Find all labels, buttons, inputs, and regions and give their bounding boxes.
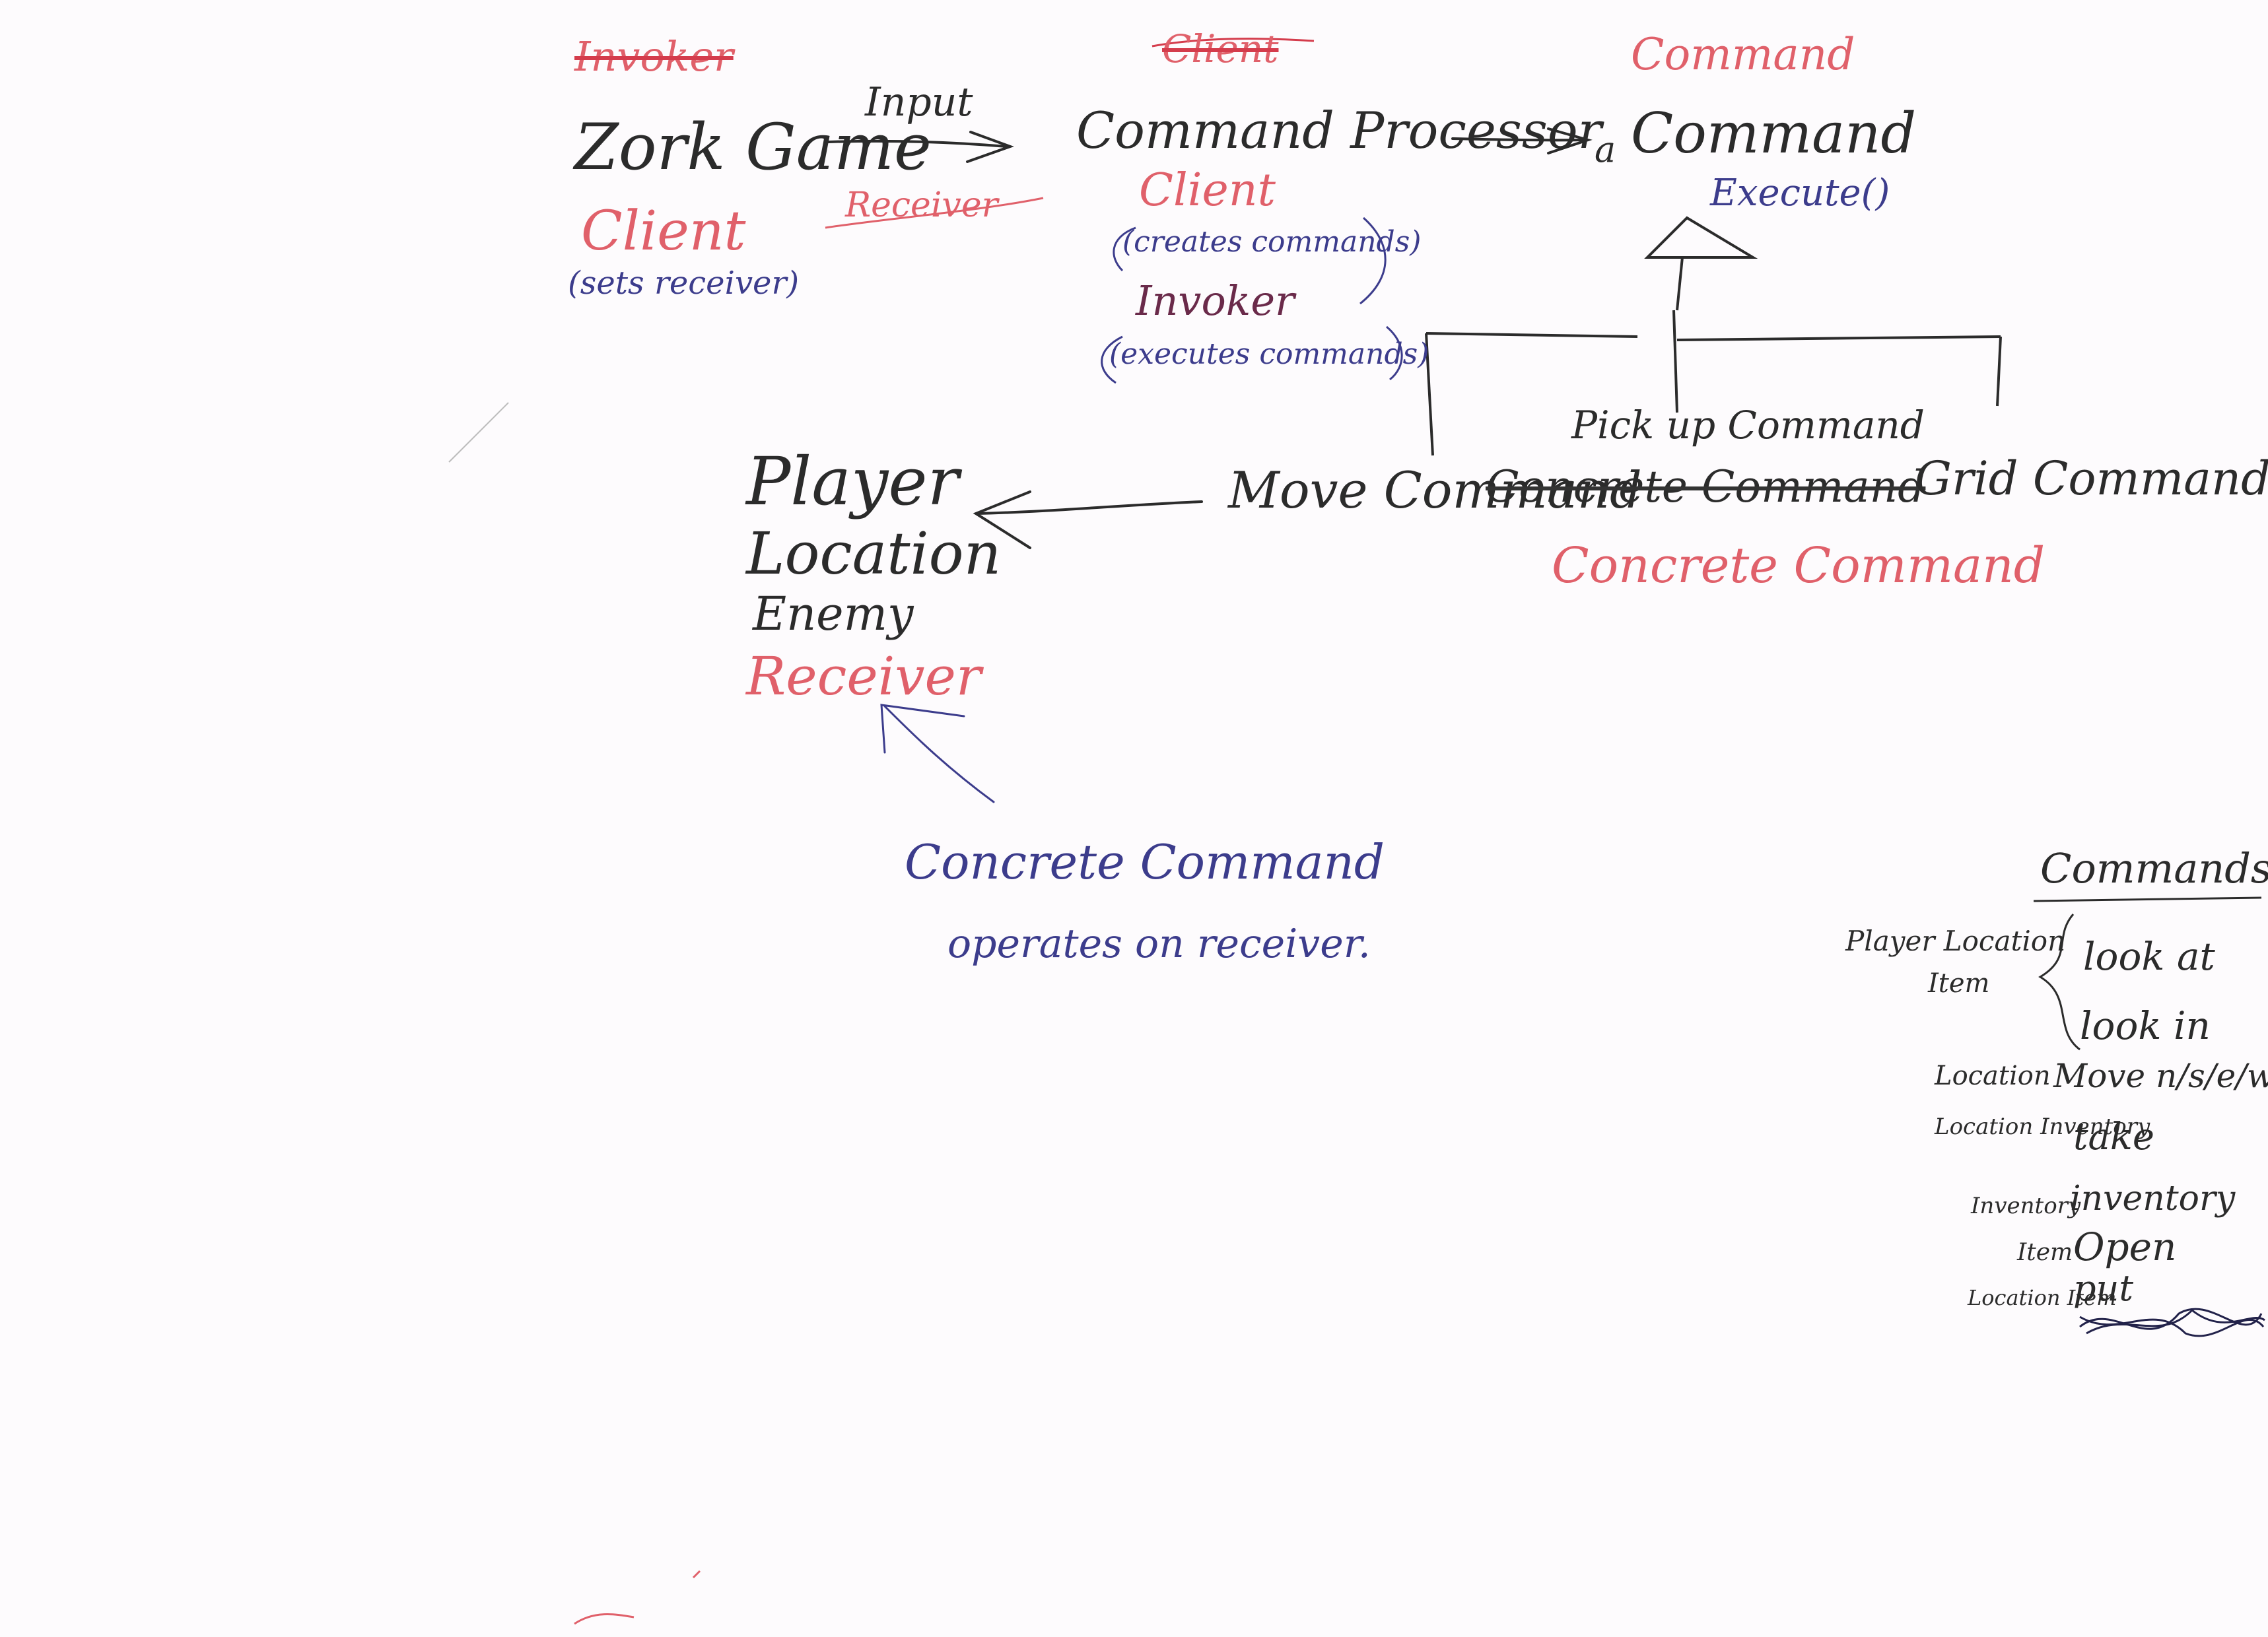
zork-game-role: Client (581, 200, 746, 263)
receiver-enemy: Enemy (753, 587, 914, 641)
receiver-player: Player (746, 443, 959, 520)
receiver-location: Location (746, 519, 1002, 587)
commands-row-4-receiver: Location Inventory (1935, 1114, 2150, 1140)
input-label: Input (865, 79, 973, 125)
commands-row-6-command: Open (2073, 1224, 2177, 1269)
receiver-underline (825, 197, 1044, 229)
commands-row-2-receiver: Item (1928, 968, 1990, 999)
crossed-invoker: Invoker (574, 32, 734, 81)
commands-row-2-command: look in (2080, 1003, 2211, 1048)
commands-row-5-receiver: Inventory (1971, 1193, 2081, 1219)
crossed-client: Client (1162, 26, 1279, 71)
command-processor-label: Command Processor (1076, 101, 1602, 160)
creates-bracket-left (1113, 226, 1136, 272)
commands-row-4-command: take (2073, 1116, 2154, 1158)
concrete-command-role: Concrete Command (1552, 537, 2045, 594)
command-method: Execute() (1710, 172, 1890, 215)
commands-brace (2038, 914, 2080, 1051)
command-role: Command (1631, 29, 1855, 80)
commands-title: Commands (2040, 844, 2268, 892)
command-label: Command (1631, 101, 1917, 166)
inheritance-triangle (1425, 216, 2002, 456)
note-to-receiver-arrow (880, 704, 995, 803)
executes-bracket-left (1101, 335, 1123, 384)
commands-row-5-command: inventory (2070, 1179, 2236, 1219)
command-processor-client: Client (1139, 164, 1276, 217)
concrete-note-line2: operates on receiver. (947, 921, 1371, 967)
commands-row-3-command: Move n/s/e/w (2053, 1057, 2268, 1095)
diagonal-pencil-mark (448, 402, 509, 463)
bottom-red-mark (574, 1570, 701, 1625)
commands-row-3-receiver: Location (1935, 1061, 2051, 1091)
command-processor-invoker-note: (executes commands) (1109, 337, 1429, 371)
commands-row-1-receiver: Player Location (1845, 925, 2066, 957)
client-crossout-scribble (1151, 38, 1315, 48)
command-processor-invoker: Invoker (1136, 277, 1295, 325)
scribble-out (2079, 1308, 2265, 1337)
receiver-role: Receiver (746, 646, 982, 707)
move-to-receiver-arrow (973, 490, 1203, 549)
zork-game-label: Zork Game (574, 110, 932, 184)
concrete-note-line1: Concrete Command (905, 834, 1385, 890)
zork-game-note: (sets receiver) (568, 265, 800, 302)
commands-row-7-command: put (2073, 1267, 2134, 1309)
pickup-command: Pick up Command (1571, 403, 1925, 448)
commands-row-7-receiver: Location Item (1968, 1285, 2117, 1310)
commands-title-underline (2033, 896, 2262, 902)
input-role: Receiver (845, 185, 998, 225)
executes-bracket-right (1386, 325, 1403, 381)
commands-row-6-receiver: Item (2017, 1239, 2073, 1266)
commands-row-1-command: look at (2083, 934, 2215, 979)
command-processor-client-note: (creates commands) (1122, 225, 1422, 259)
processor-to-command-arrow (1451, 127, 1593, 154)
move-command: Move Command (1228, 461, 1642, 519)
concrete-command-crossed: Concrete Command (1486, 461, 1926, 512)
command-prefix: a (1595, 129, 1616, 170)
grid-command: Grid Command (1915, 451, 2268, 506)
input-arrow (827, 131, 1014, 163)
client-bracket (1359, 217, 1387, 305)
